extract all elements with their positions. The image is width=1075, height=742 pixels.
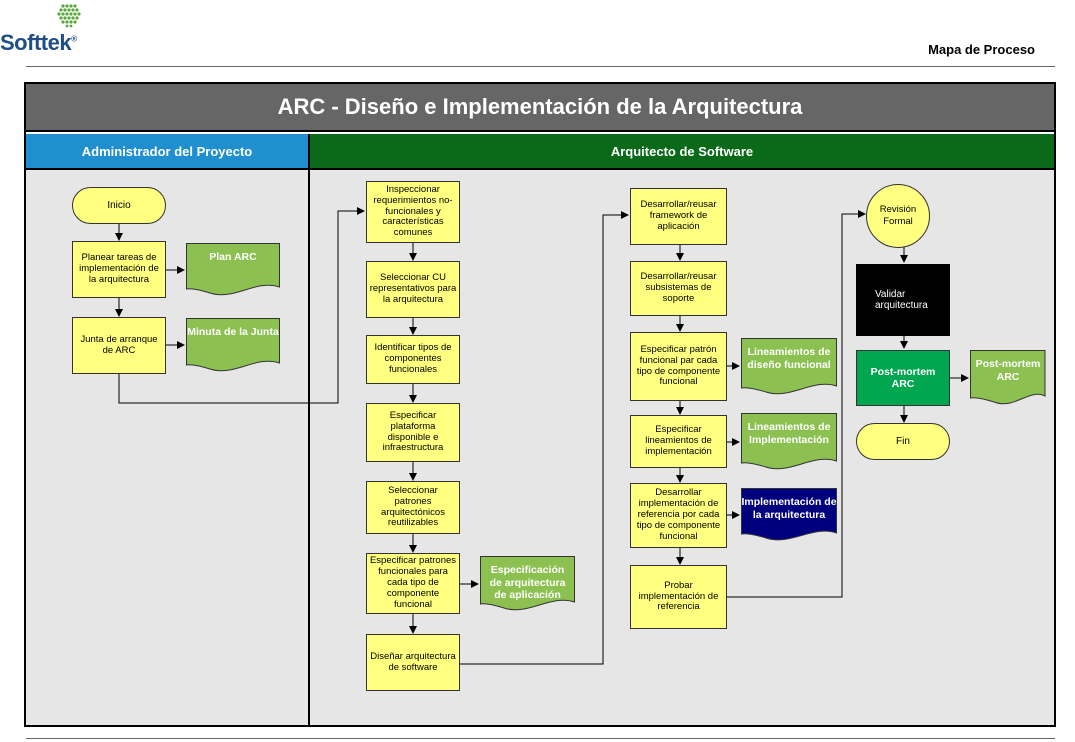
select-use-cases-activity: Seleccionar CU representativos para la a… [366,261,460,318]
doc-meeting-minutes: Minuta de la Junta [186,318,280,374]
develop-framework-activity: Desarrollar/reusar framework de aplicaci… [630,188,727,245]
specify-functional-patterns-activity: Especificar patrones funcionales para ca… [366,553,460,614]
diagram-title: ARC - Diseño e Implementación de la Arqu… [26,84,1054,132]
plan-tasks-activity: Planear tareas de implementación de la a… [72,241,166,298]
doc-implementation-guidelines: Lineamientos de Implementación [741,413,837,472]
brand-name: Softtek® [0,30,77,55]
doc-architecture-specification-label: Especificación de arquitectura de aplica… [489,564,566,602]
test-reference-implementation-activity: Probar implementación de referencia [630,565,727,629]
design-architecture-activity: Diseñar arquitectura de software [366,634,460,691]
end-terminator: Fin [856,423,950,460]
softtek-logo-icon [54,2,84,30]
registered-mark: ® [71,34,77,44]
specify-functional-pattern-activity: Especificar patrón funcional par cada ti… [630,332,727,401]
doc-architecture-implementation: Implementación de la arquitectura [741,488,837,543]
doc-functional-design-guidelines: Lineamientos de diseño funcional [741,338,837,397]
kickoff-meeting-activity: Junta de arranque de ARC [72,317,166,374]
specify-implementation-guidelines-activity: Especificar lineamientos de implementaci… [630,415,727,468]
lane-header-bottom-border [26,168,1054,170]
start-terminator: Inicio [72,187,166,224]
develop-subsystems-activity: Desarrollar/reusar subsistemas de soport… [630,261,727,316]
doc-architecture-implementation-label: Implementación de la arquitectura [741,496,837,521]
doc-implementation-guidelines-label: Lineamientos de Implementación [747,421,831,446]
page-label: Mapa de Proceso [928,42,1035,57]
doc-architecture-specification: Especificación de arquitectura de aplica… [480,556,575,613]
doc-plan-arc-label: Plan ARC [209,251,257,263]
select-patterns-activity: Seleccionar patrones arquitectónicos reu… [366,481,460,534]
doc-functional-design-guidelines-label: Lineamientos de diseño funcional [747,346,831,371]
doc-post-mortem: Post-mortem ARC [970,350,1064,407]
doc-post-mortem-label: Post-mortem ARC [975,358,1041,383]
doc-meeting-minutes-label: Minuta de la Junta [187,326,279,338]
develop-reference-implementation-activity: Desarrollar implementación de referencia… [630,483,727,548]
specify-platform-activity: Especificar plataforma disponible e infr… [366,403,460,462]
header-divider [26,66,1055,67]
lane-divider [308,134,310,725]
post-mortem-activity: Post-mortem ARC [856,350,950,406]
inspect-requirements-activity: Inspeccionar requerimientos no-funcional… [366,181,460,243]
doc-plan-arc: Plan ARC [186,243,280,298]
lane-header-admin: Administrador del Proyecto [26,134,308,168]
identify-component-types-activity: Identificar tipos de componentes funcion… [366,335,460,384]
diagram-frame [24,82,1056,727]
formal-review-connector: Revisión Formal [866,184,930,248]
validate-architecture-activity: Validar arquitectura [856,264,950,336]
lane-header-architect: Arquitecto de Software [310,134,1054,168]
footer-divider [26,738,1055,739]
